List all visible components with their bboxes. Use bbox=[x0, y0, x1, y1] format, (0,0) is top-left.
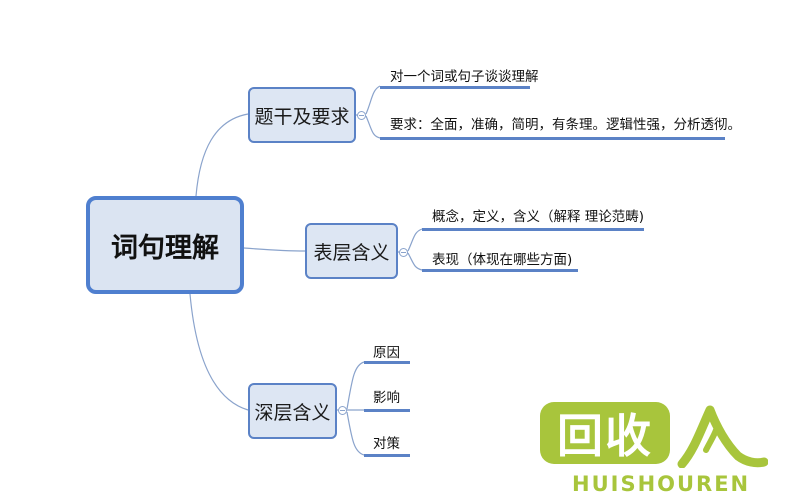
collapse-toggle-icon[interactable] bbox=[357, 111, 366, 120]
leaf-underline bbox=[380, 137, 725, 140]
branch-node-deep-meaning[interactable]: 深层含义 bbox=[248, 383, 337, 439]
root-node[interactable]: 词句理解 bbox=[86, 196, 244, 294]
logo-figure-icon bbox=[677, 405, 768, 468]
collapse-toggle-icon[interactable] bbox=[399, 248, 408, 257]
leaf-item: 对策 bbox=[373, 436, 400, 452]
root-label: 词句理解 bbox=[111, 232, 219, 264]
branch-label: 题干及要求 bbox=[254, 105, 350, 128]
logo-main-text: 回收 bbox=[557, 409, 653, 463]
leaf-underline bbox=[364, 454, 410, 457]
leaf-item: 要求：全面，准确，简明，有条理。逻辑性强，分析透彻。 bbox=[390, 117, 741, 133]
branch-node-surface-meaning[interactable]: 表层含义 bbox=[305, 223, 398, 279]
leaf-underline bbox=[364, 361, 410, 364]
leaf-underline bbox=[380, 86, 530, 89]
branch-label: 深层含义 bbox=[254, 401, 331, 424]
watermark-logo: 回收 HUISHOUREN bbox=[540, 402, 770, 500]
logo-sub-text: HUISHOUREN bbox=[572, 472, 751, 496]
leaf-item: 原因 bbox=[373, 345, 400, 361]
leaf-item: 影响 bbox=[373, 390, 400, 406]
leaf-item: 概念，定义，含义（解释 理论范畴) bbox=[432, 209, 645, 225]
branch-label: 表层含义 bbox=[313, 241, 390, 264]
leaf-item: 表现（体现在哪些方面) bbox=[432, 252, 573, 268]
leaf-item: 对一个词或句子谈谈理解 bbox=[390, 69, 539, 85]
leaf-underline bbox=[364, 409, 410, 412]
branch-node-requirements[interactable]: 题干及要求 bbox=[248, 87, 356, 143]
leaf-underline bbox=[422, 269, 578, 272]
collapse-toggle-icon[interactable] bbox=[338, 406, 347, 415]
logo-badge: 回收 bbox=[540, 402, 670, 464]
leaf-underline bbox=[422, 228, 644, 231]
